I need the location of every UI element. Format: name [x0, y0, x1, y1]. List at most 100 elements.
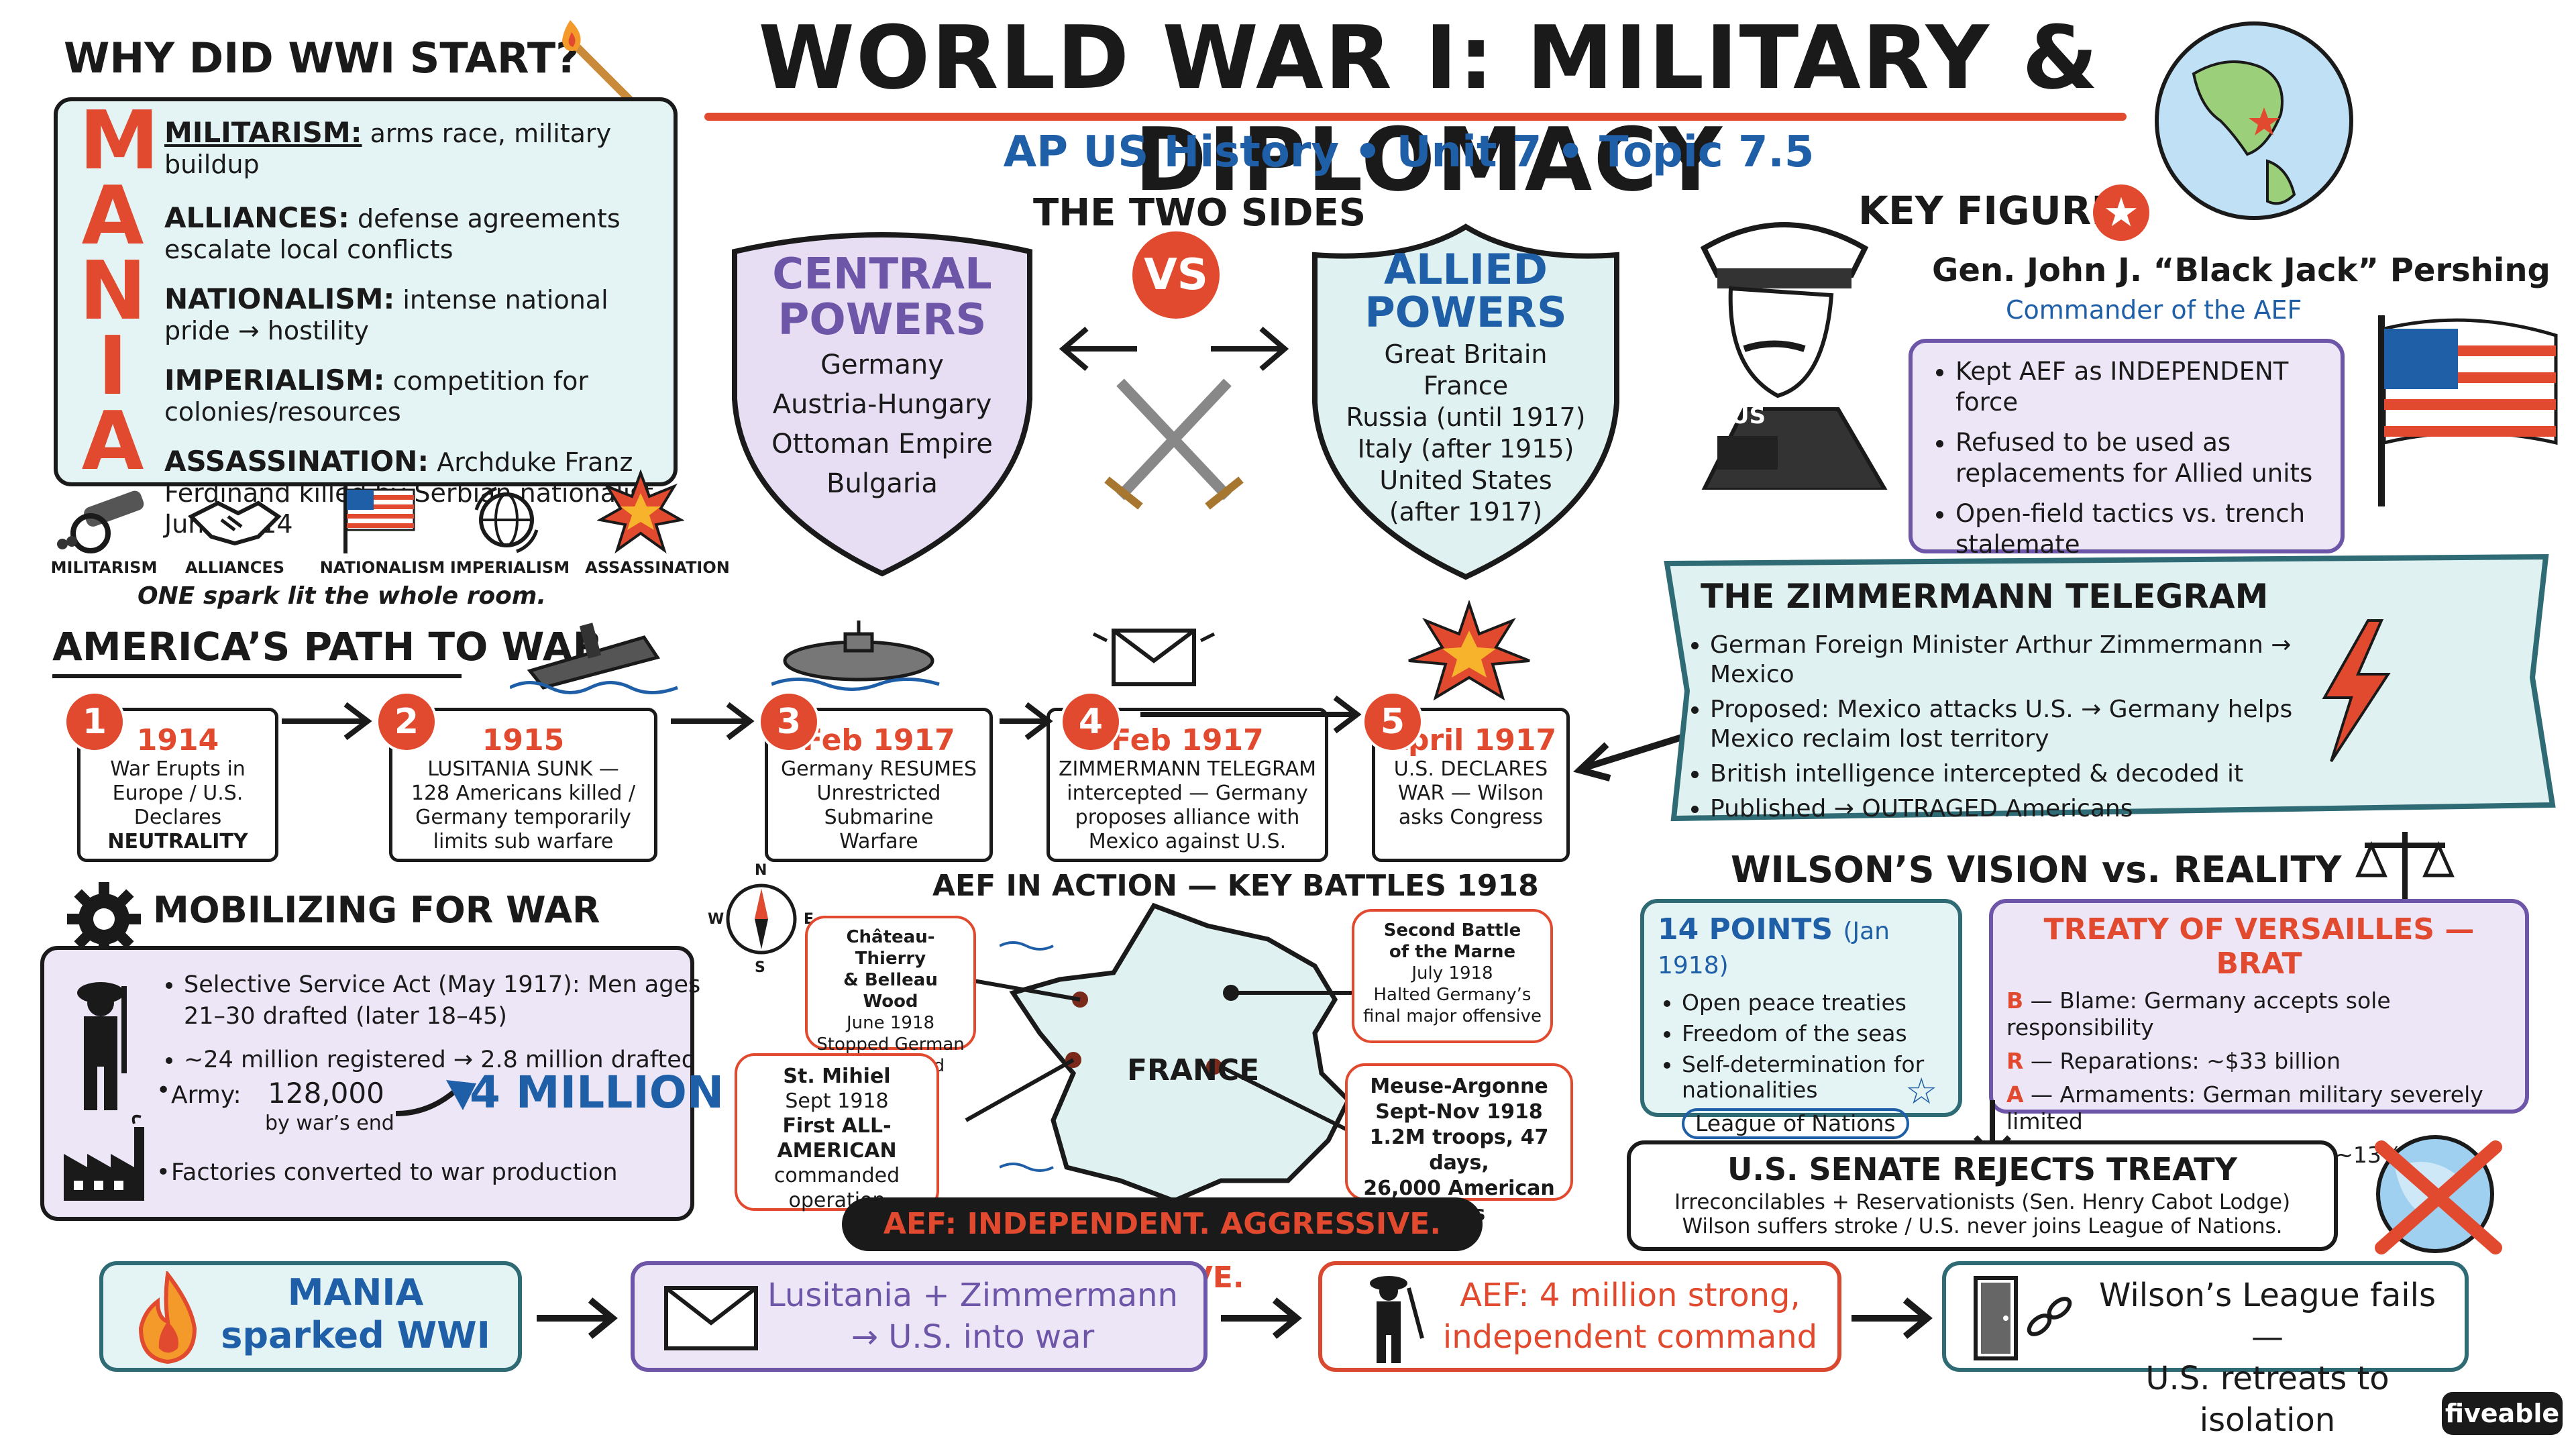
envelope-icon: [1092, 629, 1216, 686]
pershing-portrait: [1700, 222, 1888, 490]
sinking-ship-icon: [510, 623, 678, 694]
path-arrows: [282, 695, 1362, 741]
compass-n: N: [755, 862, 767, 879]
member: France: [1423, 371, 1509, 400]
wilson-heading: WILSON’S VISION vs. REALITY: [1731, 849, 2342, 891]
member: United States: [1379, 466, 1552, 495]
zimmermann-point: Proposed: Mexico attacks U.S. → Germany …: [1710, 695, 2354, 754]
member: Ottoman Empire: [771, 429, 993, 460]
senate-title: U.S. SENATE REJECTS TREATY: [1727, 1151, 2237, 1187]
central-title-line: CENTRAL: [772, 250, 992, 299]
mania-letter: N: [79, 245, 147, 338]
explosion-icon: [1408, 600, 1530, 701]
soldier-icon: [1370, 1276, 1424, 1363]
mobilizing-point: Selective Service Act (May 1917): Men ag…: [184, 969, 707, 1032]
summary-arrow: [1221, 1297, 1302, 1339]
mania-acronym: M A N I A: [79, 95, 160, 488]
page-title: WORLD WAR I: MILITARY & DIPLOMACY: [758, 7, 2100, 211]
gear-icon: [67, 882, 141, 956]
vs-badge: VS: [1132, 231, 1220, 319]
mania-tagline: ONE spark lit the whole room.: [138, 582, 547, 610]
mania-letter: M: [79, 95, 160, 188]
allied-title: ALLIED POWERS: [1301, 248, 1630, 334]
summary-box: [1942, 1261, 2469, 1372]
versailles-title: TREATY OF VERSAILLES — BRAT: [2043, 912, 2475, 981]
icon-label: NATIONALISM: [319, 558, 445, 577]
fourteen-point: Open peace treaties: [1682, 990, 1945, 1016]
soldier-icon: [77, 982, 127, 1110]
central-title: CENTRAL POWERS: [714, 252, 1050, 343]
step-year: 1915: [482, 723, 565, 757]
pershing-speech-bubble: Kept AEF as INDEPENDENT force Refused to…: [1909, 339, 2345, 559]
key-figure-name: Gen. John J. “Black Jack” Pershing: [1932, 252, 2551, 289]
summary-arrow: [1851, 1297, 1933, 1339]
telegram-paper: [1664, 553, 2556, 822]
army-from: 128,000: [268, 1077, 384, 1110]
fire-icon: [138, 1271, 197, 1364]
summary-text: Wilson’s League fails —U.S. retreats to …: [2099, 1277, 2436, 1439]
mania-list: MILITARISM: arms race, military buildup …: [164, 117, 667, 539]
brat-item: A — Armaments: German military severely …: [2006, 1081, 2483, 1134]
icon-label: ASSASSINATION: [585, 558, 730, 577]
mobilizing-heading: MOBILIZING FOR WAR: [153, 889, 600, 931]
senate-line: Irreconcilables + Reservationists (Sen. …: [1674, 1190, 2291, 1214]
member: Austria-Hungary: [772, 389, 992, 420]
star-badge-icon: ★: [2093, 184, 2149, 241]
explosion-icon: [597, 470, 684, 554]
zimmermann-points: German Foreign Minister Arthur Zimmerman…: [1680, 631, 2354, 833]
army-from-note: by war’s end: [265, 1112, 394, 1135]
mania-letter: I: [97, 320, 128, 413]
fourteen-points-title: 14 POINTS (Jan 1918): [1658, 912, 1890, 979]
zimmermann-point: British intelligence intercepted & decod…: [1710, 759, 2354, 789]
fourteen-points-panel: 14 POINTS (Jan 1918) Open peace treaties…: [1640, 899, 1962, 1139]
mania-letter: A: [81, 395, 144, 488]
summary-text: AEF: 4 million strong,independent comman…: [1442, 1277, 1818, 1356]
mania-heading: WHY DID WWI START?: [64, 34, 580, 83]
zimmermann-point: German Foreign Minister Arthur Zimmerman…: [1710, 631, 2354, 690]
mania-letter: A: [81, 170, 144, 263]
handshake-icon: [187, 500, 282, 546]
mobilizing-point: ~24 million registered → 2.8 million dra…: [184, 1044, 707, 1076]
cannon-icon: [57, 490, 144, 553]
member: Great Britain: [1384, 339, 1548, 369]
icon-label: IMPERIALISM: [449, 558, 570, 577]
pershing-point: Open-field tactics vs. trench stalemate: [1955, 498, 2327, 560]
aef-heading: AEF IN ACTION — KEY BATTLES 1918: [932, 869, 1539, 903]
double-arrow-icon: [1059, 326, 1289, 372]
compass-s: S: [755, 959, 765, 976]
icon-label: ALLIANCES: [184, 558, 285, 577]
allied-title-line: POWERS: [1364, 288, 1567, 337]
aef-banner: AEF: INDEPENDENT. AGGRESSIVE. DECISIVE.: [842, 1197, 1483, 1295]
submarine-icon: [771, 621, 940, 691]
flag-icon: [343, 486, 415, 553]
globe-icon: [2155, 21, 2353, 220]
mania-item: MILITARISM: arms race, military buildup: [164, 116, 612, 180]
step-text: LUSITANIA SUNK —128 Americans killed / G…: [411, 757, 636, 853]
map-label-france: FRANCE: [1127, 1053, 1260, 1087]
two-sides-heading: THE TWO SIDES: [1033, 191, 1366, 235]
senate-panel: U.S. SENATE REJECTS TREATY Irreconcilabl…: [1627, 1140, 2338, 1251]
senate-line: Wilson suffers stroke / U.S. never joins…: [1682, 1214, 2283, 1238]
page-subtitle: AP US History • Unit 7 • Topic 7.5: [1003, 127, 1815, 177]
versailles-panel: TREATY OF VERSAILLES — BRAT B — Blame: G…: [1989, 899, 2529, 1195]
army-growth: • Army: 128,000: [156, 1077, 384, 1110]
compass-w: W: [708, 911, 724, 928]
zimmermann-point: Published → OUTRAGED Americans: [1710, 794, 2354, 824]
brat-item: B — Blame: Germany accepts sole responsi…: [2006, 987, 2391, 1040]
allied-title-line: ALLIED: [1384, 245, 1548, 294]
mania-item: NATIONALISM: intense national pride → ho…: [164, 282, 608, 346]
army-label: Army:: [171, 1081, 241, 1109]
step-year: Feb 1917: [1111, 723, 1264, 757]
growth-arrow-icon: [395, 1080, 476, 1116]
path-heading: AMERICA’S PATH TO WAR: [52, 624, 603, 669]
step-number: 3: [758, 691, 820, 753]
